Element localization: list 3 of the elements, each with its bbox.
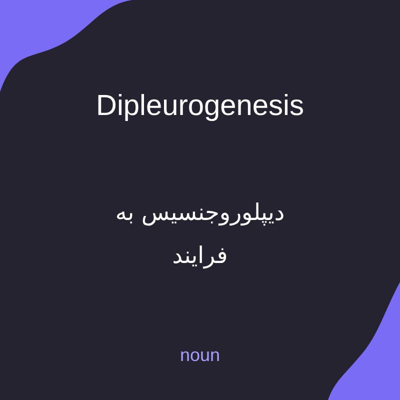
part-of-speech: noun	[180, 345, 220, 366]
title: Dipleurogenesis	[96, 90, 304, 123]
translation-text: دیپلوروجنسیس به فرایند	[115, 199, 285, 271]
